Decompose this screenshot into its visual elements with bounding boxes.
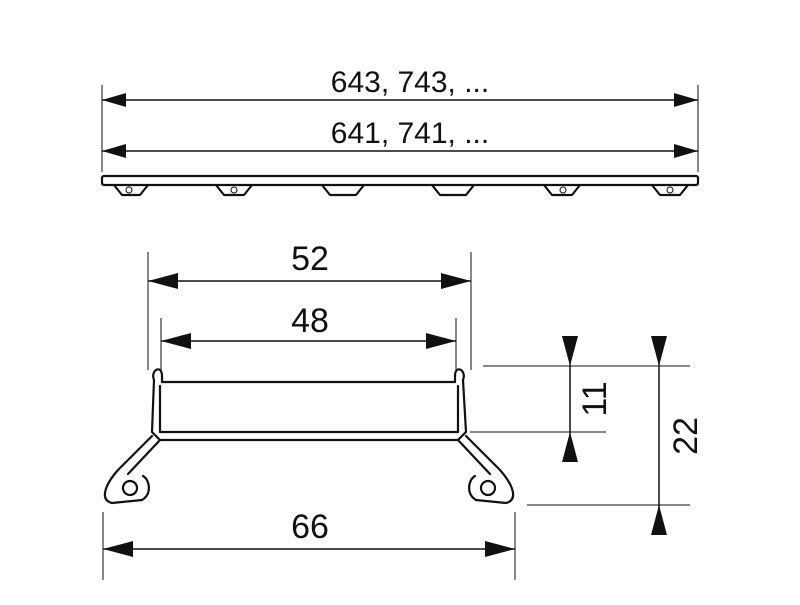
profile-tab-hole — [230, 186, 238, 194]
profile-tab — [430, 183, 476, 197]
profile-tab — [320, 183, 366, 197]
label-overall-length-top: 643, 743, ... — [331, 66, 489, 99]
top-view: 643, 743, ... 641, 741, ... — [100, 66, 700, 197]
dimension-width-inner: 48 — [161, 302, 456, 349]
label-height-total: 22 — [667, 417, 705, 455]
dimension-overall-length-second: 641, 741, ... — [102, 117, 698, 158]
left-foot — [103, 434, 154, 505]
profile-tab-hole — [559, 186, 567, 194]
left-foot-hole — [121, 479, 139, 497]
right-foot-hole — [479, 479, 497, 497]
channel-outer — [150, 378, 468, 442]
dimension-overall-length-top: 643, 743, ... — [102, 66, 698, 107]
profile-bar — [100, 174, 700, 197]
label-overall-length-second: 641, 741, ... — [331, 117, 489, 150]
label-width-outer: 52 — [291, 240, 329, 278]
label-width-base: 66 — [291, 508, 329, 546]
label-width-inner: 48 — [291, 302, 329, 340]
profile-tab-hole — [666, 186, 674, 194]
right-hook — [453, 368, 465, 384]
profile-tab — [214, 183, 254, 197]
left-foot-inner — [126, 438, 162, 476]
dimension-height-channel: 11 — [562, 336, 614, 462]
profile-tab — [542, 183, 582, 197]
right-foot-inner — [456, 438, 492, 476]
cross-section-view: 52 48 — [102, 240, 705, 580]
profile-bar-body — [100, 174, 700, 187]
label-height-channel: 11 — [576, 381, 614, 416]
channel-inner — [158, 384, 460, 434]
profile-cross-section — [103, 368, 515, 505]
profile-tab — [112, 183, 150, 197]
dimension-width-base: 66 — [103, 508, 515, 557]
left-hook — [152, 368, 164, 384]
dimension-width-outer: 52 — [148, 240, 471, 289]
profile-tab-hole — [125, 186, 133, 194]
right-foot — [464, 434, 515, 505]
dimension-height-total: 22 — [651, 336, 705, 535]
profile-tab — [650, 183, 690, 197]
